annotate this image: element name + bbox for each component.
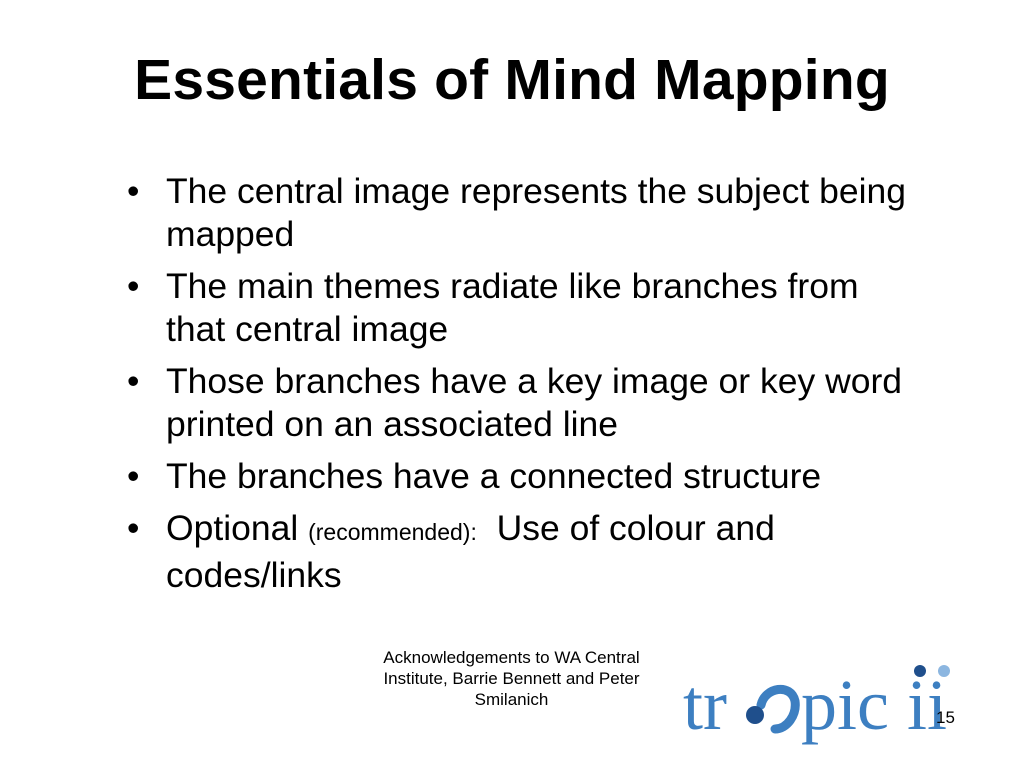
logo-text-part1: tr bbox=[683, 665, 727, 745]
bullet-list: • The central image represents the subje… bbox=[125, 170, 925, 606]
bullet-text: The central image represents the subject… bbox=[166, 171, 907, 254]
bullet-text: The branches have a connected structure bbox=[166, 456, 822, 496]
list-item: • Those branches have a key image or key… bbox=[125, 360, 925, 446]
page-number: 15 bbox=[936, 708, 955, 727]
logo-dot-icon bbox=[914, 665, 926, 677]
tropic-logo: tr pic ii bbox=[683, 661, 973, 753]
list-item: • The branches have a connected structur… bbox=[125, 455, 925, 498]
list-item: • The central image represents the subje… bbox=[125, 170, 925, 256]
list-item: • Optional (recommended): Use of colour … bbox=[125, 507, 925, 597]
bullet-icon: • bbox=[127, 508, 140, 548]
bullet-icon: • bbox=[127, 361, 140, 401]
logo-text-part2: pic ii bbox=[801, 665, 947, 745]
acknowledgement-text: Acknowledgements to WA Central Institute… bbox=[383, 648, 640, 709]
bullet-icon: • bbox=[127, 456, 140, 496]
list-item: • The main themes radiate like branches … bbox=[125, 265, 925, 351]
slide-title: Essentials of Mind Mapping bbox=[134, 48, 890, 112]
bullet-text: The main themes radiate like branches fr… bbox=[166, 266, 859, 349]
bullet-text-continued: Use of colour and codes/links bbox=[166, 508, 775, 595]
logo-o-icon bbox=[746, 685, 800, 734]
logo-dot-icon bbox=[938, 665, 950, 677]
bullet-icon: • bbox=[127, 171, 140, 211]
bullet-note: (recommended): bbox=[308, 519, 477, 545]
bullet-icon: • bbox=[127, 266, 140, 306]
bullet-text: Optional bbox=[166, 508, 299, 548]
bullet-text: Those branches have a key image or key w… bbox=[166, 361, 903, 444]
